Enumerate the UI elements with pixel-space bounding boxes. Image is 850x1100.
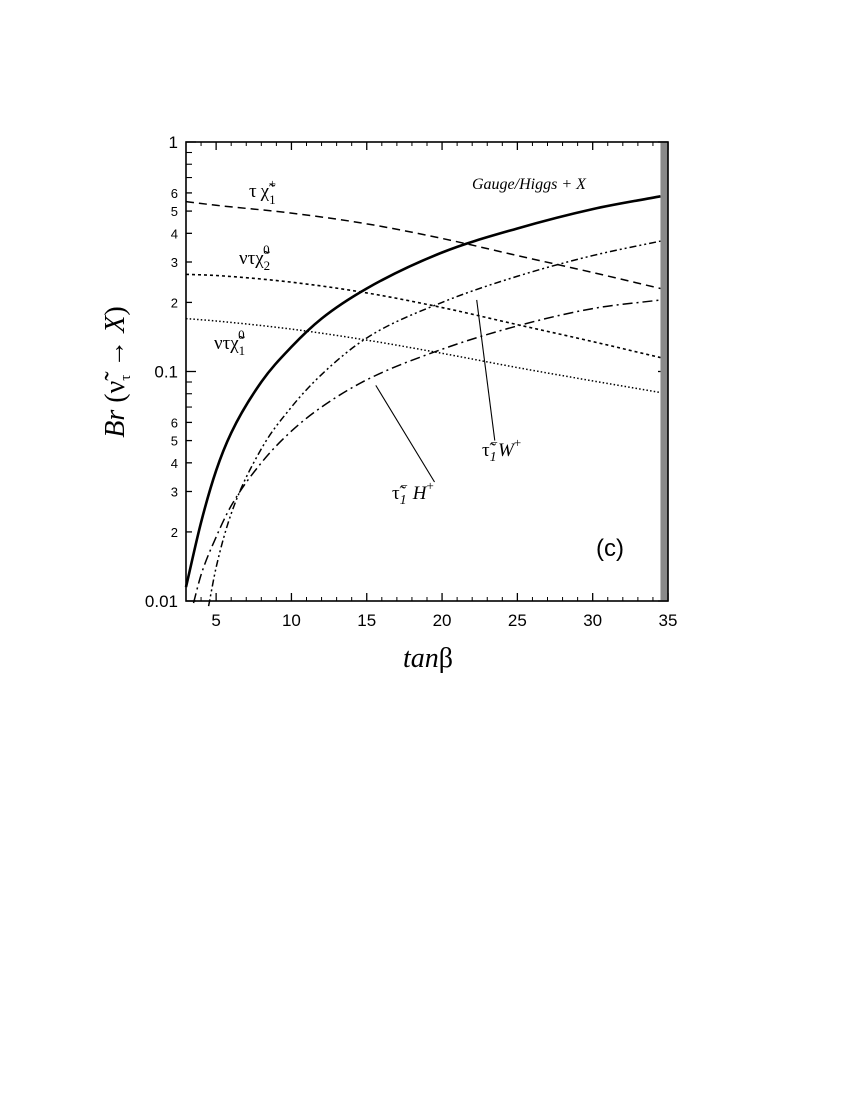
y-axis-title: Br (ν̃τ → X) (100, 306, 134, 437)
y-axis-title-close: ) (100, 306, 131, 315)
label-sup: − (491, 435, 498, 450)
y-tick-label: 4 (171, 226, 178, 241)
series-layer (184, 195, 661, 607)
series-line-gauge-higgs (184, 195, 661, 588)
y-tick-label: 0.01 (145, 592, 178, 611)
y-axis-title-arrow: → (100, 333, 131, 375)
series-label-nu-neutralino1: ντχ̃10 (214, 327, 246, 358)
y-tick-label: 2 (171, 295, 178, 310)
x-tick-label: 5 (211, 611, 220, 630)
x-axis-title: tanβ (403, 643, 453, 674)
label-sub: 1 (400, 493, 407, 508)
y-tick-label: 1 (169, 133, 178, 152)
label-sup: 0 (238, 327, 245, 342)
plot-frame (185, 141, 669, 602)
label-sup: − (401, 478, 408, 493)
x-axis-title-upright: β (439, 643, 453, 674)
label-sup: 0 (263, 242, 270, 257)
series-line-nu-chi1 (185, 317, 661, 394)
series-line-stau-H (192, 299, 661, 604)
y-tick-label: 2 (171, 525, 178, 540)
series-label-stau-w: τ̃1−W+ (482, 435, 521, 465)
label-base: τ (249, 181, 257, 202)
x-tick-label: 30 (583, 611, 602, 630)
y-tick-label: 3 (171, 255, 178, 270)
shaded-band (660, 142, 668, 601)
gauge-higgs-annotation: Gauge/Higgs + X (472, 176, 587, 193)
label-tail-sup: + (426, 478, 433, 493)
y-tick-label: 6 (171, 186, 178, 201)
label-base: ντ (239, 248, 256, 269)
pointer-layer (375, 299, 496, 483)
x-tick-label: 35 (659, 611, 678, 630)
y-tick-label: 6 (171, 415, 178, 430)
label-base: ντ (214, 333, 231, 354)
y-axis-title-br: Br (100, 403, 131, 438)
x-tick-label: 25 (508, 611, 527, 630)
y-tick-label: 3 (171, 485, 178, 500)
x-tick-label: 15 (357, 611, 376, 630)
y-axis-title-sub: τ (118, 375, 134, 381)
y-tick-label: 4 (171, 456, 178, 471)
label-sup: + (269, 176, 276, 191)
x-tick-label: 20 (433, 611, 452, 630)
label-sub: 1 (490, 450, 497, 465)
label-tail: H (408, 483, 428, 504)
pointer-line-stau-H (375, 385, 436, 483)
y-tick-label: 5 (171, 204, 178, 219)
label-sub: 1 (239, 343, 246, 358)
series-label-nu-neutralino2: ντχ̃20 (239, 242, 271, 273)
panel-label: (c) (596, 535, 624, 562)
label-tail-sup: + (514, 435, 521, 450)
x-tick-label: 10 (282, 611, 301, 630)
x-axis-title-italic: tan (403, 643, 439, 674)
series-line-stau-W (207, 240, 661, 607)
series-label-stau-h: τ̃1− H+ (392, 478, 434, 508)
y-tick-label: 5 (171, 434, 178, 449)
label-sub: 2 (264, 258, 271, 273)
y-axis-title-x: X (100, 315, 131, 334)
label-tail: W (498, 440, 516, 461)
label-sub: 1 (269, 192, 276, 207)
pointer-line-stau-W (476, 299, 496, 441)
series-line-tau-chi1plus (185, 200, 661, 290)
y-tick-label: 0.1 (154, 363, 178, 382)
series-line-nu-chi2 (185, 273, 661, 359)
